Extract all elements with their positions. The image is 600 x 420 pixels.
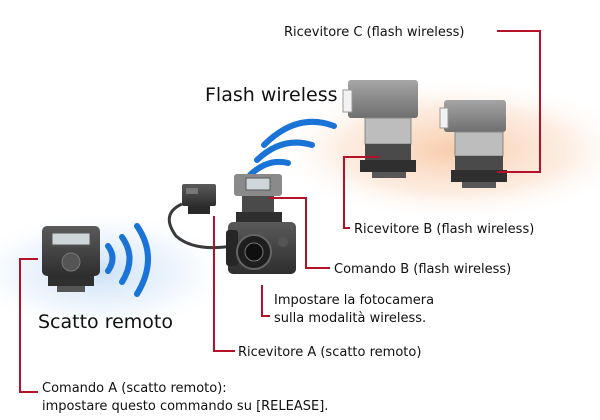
label-command-b: Comando B (flash wireless) xyxy=(334,262,511,277)
label-set-camera-2: sulla modalità wireless. xyxy=(274,311,426,326)
receiver-unit-icon xyxy=(182,184,216,214)
callout-receiver-b xyxy=(343,156,379,229)
callout-command-b xyxy=(269,197,330,269)
label-receiver-c: Ricevitore C (flash wireless) xyxy=(284,25,464,40)
label-set-camera-1: Impostare la fotocamera xyxy=(274,293,434,308)
flash-unit-icon xyxy=(342,80,418,178)
caption-flash-wireless: Flash wireless xyxy=(205,84,338,106)
wireless-wave-icon xyxy=(105,223,151,297)
callout-receiver-a xyxy=(213,216,235,352)
camera-icon xyxy=(226,174,296,274)
callout-set-camera xyxy=(261,285,270,317)
label-command-a-2: impostare questo commando su [RELEASE]. xyxy=(42,399,328,414)
caption-scatto-remoto: Scatto remoto xyxy=(38,311,173,333)
label-receiver-b: Ricevitore B (flash wireless) xyxy=(354,222,534,237)
wireless-wave-icon xyxy=(247,118,337,178)
label-command-a-1: Comando A (scatto remoto): xyxy=(42,381,227,396)
callout-receiver-c xyxy=(497,30,541,173)
callout-command-a xyxy=(19,258,38,393)
cable xyxy=(167,202,233,250)
label-receiver-a: Ricevitore A (scatto remoto) xyxy=(238,345,421,360)
remote-commander-icon xyxy=(42,226,100,292)
flash-unit-icon xyxy=(439,100,507,188)
